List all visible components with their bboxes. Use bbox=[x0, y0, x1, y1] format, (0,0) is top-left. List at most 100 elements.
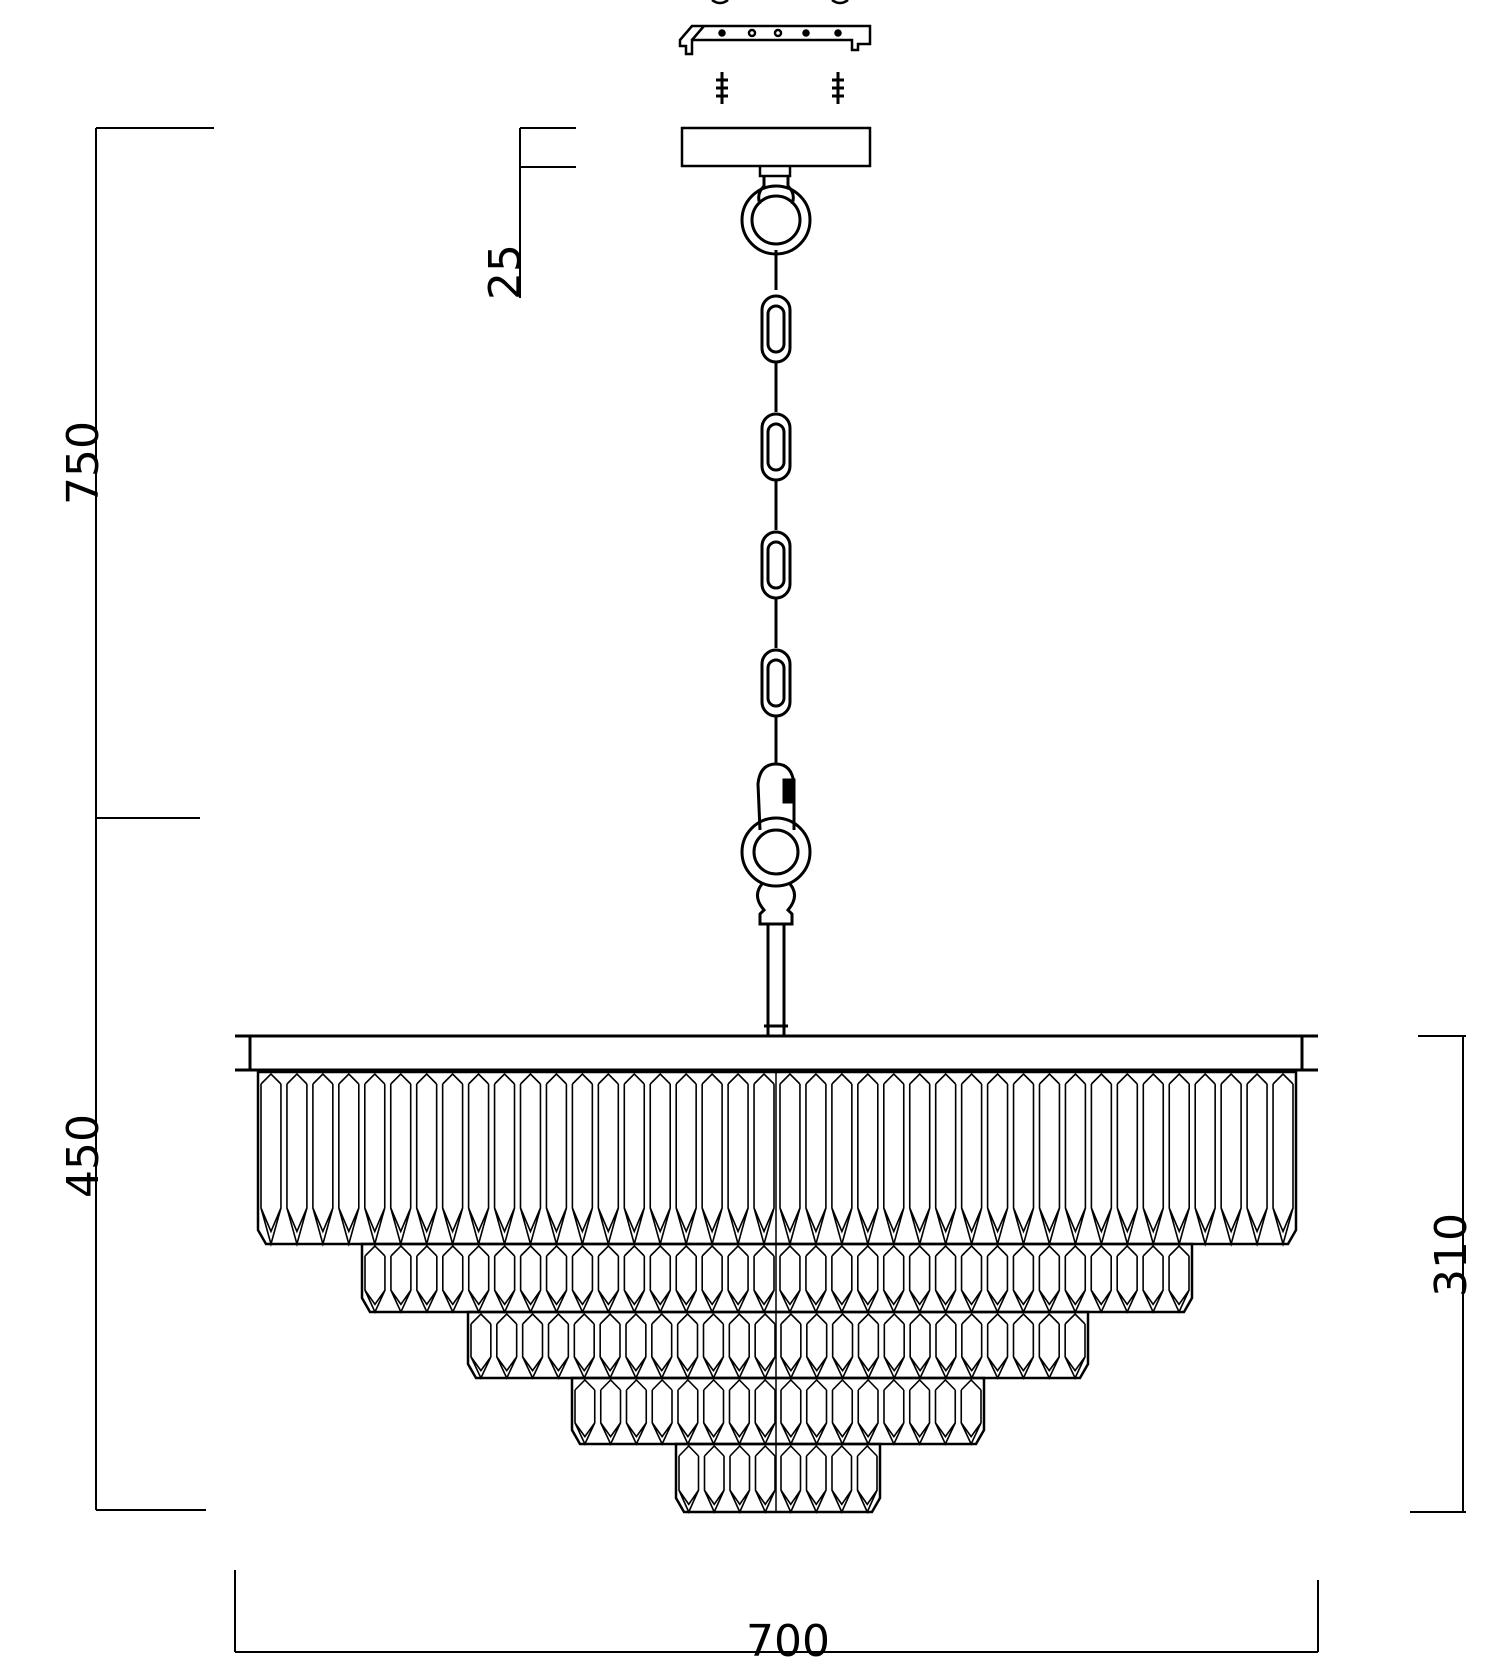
crystal-prism bbox=[364, 1072, 386, 1247]
crystal-prism bbox=[1220, 1072, 1242, 1247]
crystal-prism bbox=[934, 1244, 957, 1314]
crystal-prism bbox=[883, 1072, 905, 1247]
crystal-prism bbox=[571, 1244, 594, 1314]
crystal-prism bbox=[960, 1378, 982, 1446]
crystal-prism bbox=[702, 1378, 725, 1446]
crystal-prism bbox=[1272, 1072, 1294, 1247]
crystal-prism bbox=[441, 1072, 464, 1247]
crystal-prism bbox=[960, 1072, 983, 1247]
crystal-tier-2 bbox=[360, 1242, 1194, 1314]
crystal-prism bbox=[960, 1244, 983, 1314]
dimension-crystal-height bbox=[1410, 1035, 1466, 1513]
crystal-prism bbox=[467, 1244, 490, 1314]
crystal-prism bbox=[729, 1444, 751, 1514]
label-overall-height: 750 bbox=[58, 421, 109, 505]
crystal-prism bbox=[703, 1444, 725, 1514]
crystal-prism bbox=[779, 1244, 801, 1314]
crystal-prism bbox=[831, 1312, 854, 1380]
crystal-prism bbox=[1064, 1244, 1087, 1314]
crystal-prism bbox=[909, 1312, 931, 1380]
dimension-diameter bbox=[234, 1570, 1319, 1653]
crystal-prism bbox=[1012, 1072, 1035, 1247]
crystal-prism bbox=[519, 1072, 542, 1247]
crystal-prism bbox=[857, 1072, 879, 1247]
crystal-prism bbox=[753, 1072, 775, 1247]
crystal-prism bbox=[649, 1072, 671, 1247]
crystal-prism bbox=[857, 1378, 879, 1446]
crystal-prism bbox=[1064, 1312, 1086, 1380]
crystal-prism bbox=[1142, 1244, 1164, 1314]
crystal-prism bbox=[986, 1312, 1009, 1380]
crystal-prism bbox=[728, 1378, 751, 1446]
crystal-prism bbox=[493, 1244, 516, 1314]
crystal-prism bbox=[1012, 1244, 1035, 1314]
crystal-prism bbox=[470, 1312, 492, 1380]
crystal-prism bbox=[677, 1378, 699, 1446]
crystal-prism bbox=[1012, 1312, 1035, 1380]
crystal-prism bbox=[364, 1244, 386, 1314]
canopy-icon bbox=[680, 126, 872, 178]
crystal-prism bbox=[521, 1312, 544, 1380]
crystal-prism bbox=[805, 1072, 827, 1247]
crystal-prism bbox=[312, 1072, 334, 1247]
crystal-prism bbox=[883, 1312, 905, 1380]
crystal-prism bbox=[805, 1244, 827, 1314]
crystal-prism bbox=[701, 1072, 723, 1247]
crystal-prism bbox=[442, 1244, 464, 1314]
crystal-prism bbox=[1116, 1244, 1138, 1314]
crystal-prism bbox=[547, 1312, 570, 1380]
crystal-prism bbox=[623, 1244, 646, 1314]
crystal-prism bbox=[678, 1444, 700, 1514]
crystal-prism bbox=[728, 1312, 750, 1380]
crystal-prism bbox=[934, 1378, 957, 1446]
crystal-prism bbox=[908, 1072, 931, 1247]
label-crystal-height: 310 bbox=[1426, 1213, 1477, 1297]
crystal-prism bbox=[806, 1312, 828, 1380]
crystal-prism bbox=[754, 1444, 776, 1514]
crystal-tier-1 bbox=[256, 1070, 1298, 1247]
crystal-tiers bbox=[256, 1070, 1298, 1514]
crystal-prism bbox=[338, 1072, 360, 1247]
crystal-prism bbox=[493, 1072, 516, 1247]
crystal-prism bbox=[625, 1378, 648, 1446]
crystal-prism bbox=[1194, 1072, 1216, 1247]
crystal-prism bbox=[857, 1244, 879, 1314]
crystal-prism bbox=[856, 1444, 878, 1514]
crystal-tier-4 bbox=[570, 1376, 986, 1446]
crystal-prism bbox=[675, 1244, 697, 1314]
crystal-prism bbox=[831, 1072, 853, 1247]
crystal-prism bbox=[675, 1072, 697, 1247]
crystal-prism bbox=[961, 1312, 983, 1380]
crystal-prism bbox=[727, 1244, 749, 1314]
crystal-prism bbox=[1116, 1072, 1139, 1247]
crystal-prism bbox=[260, 1072, 282, 1247]
crystal-prism bbox=[701, 1244, 723, 1314]
crystal-prism bbox=[649, 1244, 672, 1314]
crystal-prism bbox=[779, 1072, 801, 1247]
crystal-prism bbox=[1168, 1244, 1190, 1314]
crystal-prism bbox=[496, 1312, 518, 1380]
dimension-canopy-height bbox=[519, 127, 576, 298]
crystal-prism bbox=[1168, 1072, 1190, 1247]
crystal-prism bbox=[934, 1072, 957, 1247]
crystal-prism bbox=[467, 1072, 490, 1247]
bracket-icon bbox=[678, 0, 872, 56]
crystal-prism bbox=[753, 1244, 775, 1314]
screw-icon bbox=[716, 72, 844, 104]
label-body-height: 450 bbox=[58, 1114, 109, 1198]
crystal-prism bbox=[935, 1312, 957, 1380]
crystal-prism bbox=[1142, 1072, 1165, 1247]
crystal-prism bbox=[882, 1244, 905, 1314]
crystal-prism bbox=[599, 1312, 621, 1380]
crystal-prism bbox=[857, 1312, 880, 1380]
crystal-prism bbox=[415, 1072, 438, 1247]
crystal-prism bbox=[651, 1378, 673, 1446]
crystal-prism bbox=[519, 1244, 542, 1314]
crystal-prism bbox=[416, 1244, 438, 1314]
crystal-prism bbox=[883, 1378, 905, 1446]
chain-icon bbox=[740, 176, 812, 1036]
crystal-prism bbox=[805, 1378, 828, 1446]
crystal-prism bbox=[545, 1244, 568, 1314]
crystal-prism bbox=[986, 1244, 1009, 1314]
